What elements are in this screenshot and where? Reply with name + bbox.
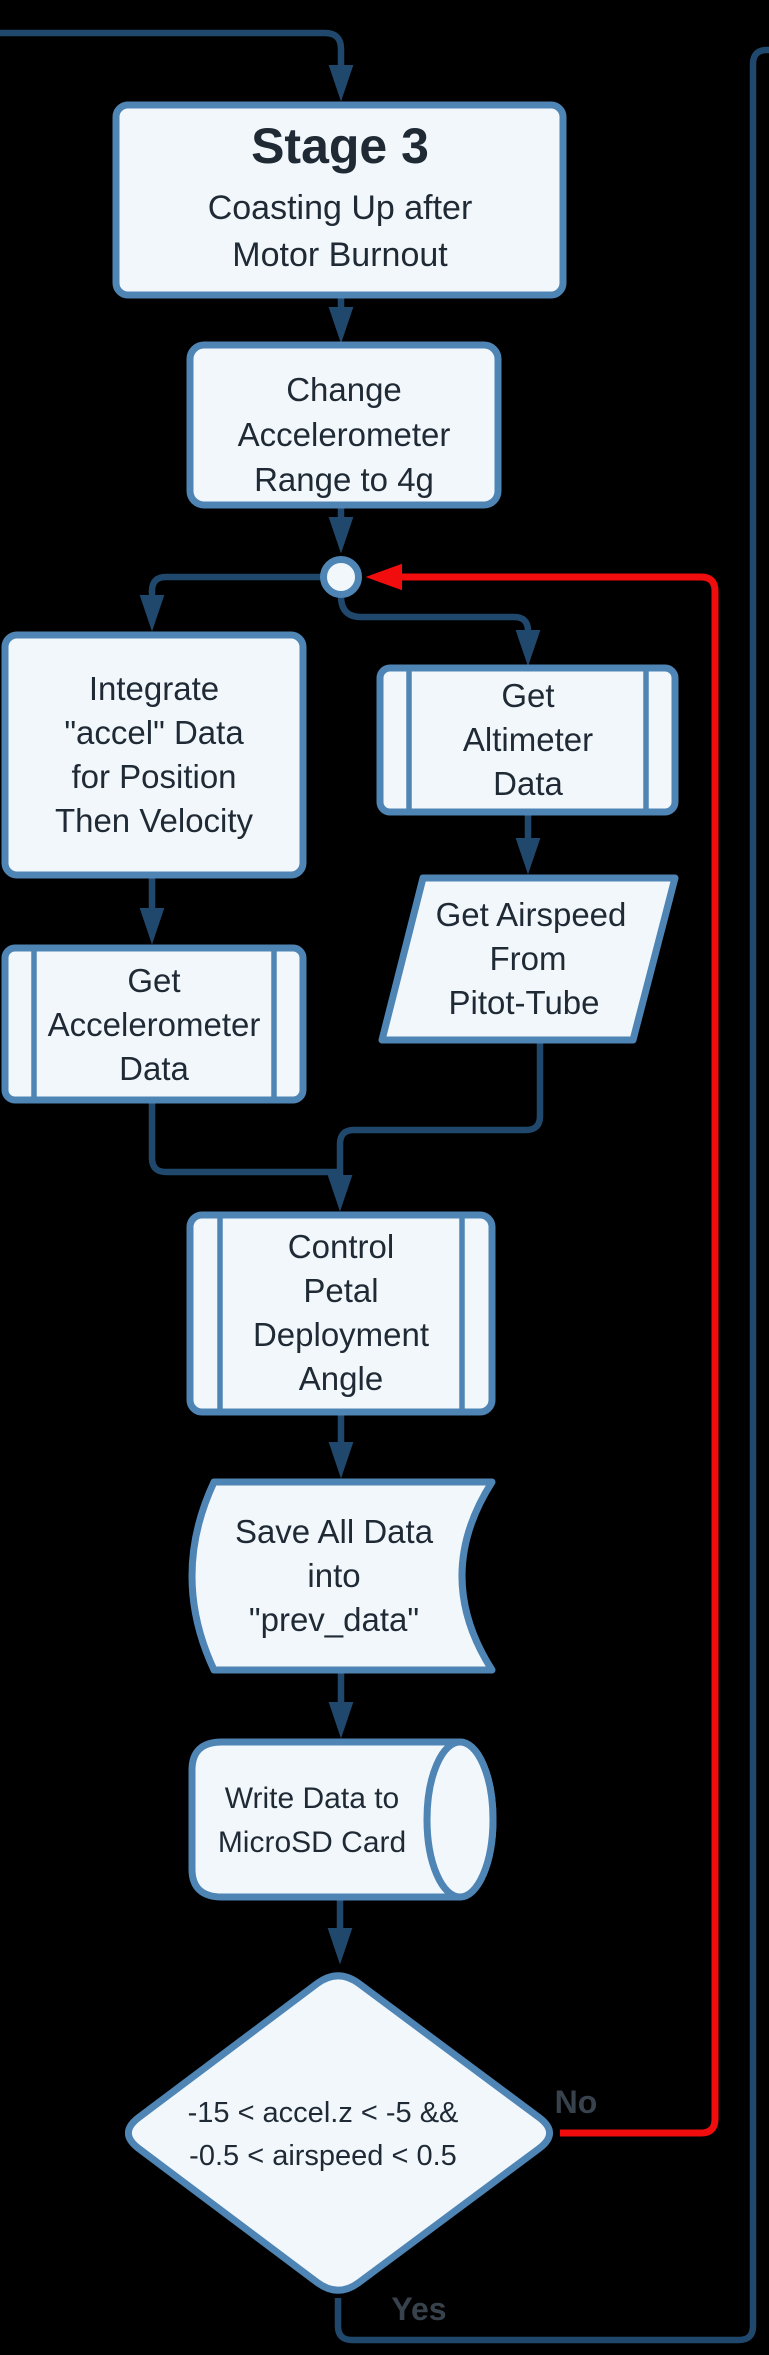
node-get-accelerometer: Get Accelerometer Data <box>1 944 307 1104</box>
node-integrate-line: for Position <box>71 758 236 795</box>
node-get-altimeter: Get Altimeter Data <box>376 664 679 816</box>
node-control-petal-line: Petal <box>303 1272 378 1309</box>
node-save-data-shape <box>188 1478 496 1674</box>
node-get-airspeed: Get Airspeed From Pitot-Tube <box>378 874 679 1044</box>
node-integrate-shape <box>1 631 307 879</box>
node-get-airspeed-shape <box>378 874 679 1044</box>
node-change-range-line: Change <box>286 371 402 408</box>
edge-label-no: No <box>555 2084 598 2120</box>
node-stage3-line: Coasting Up after <box>208 189 473 227</box>
node-write-sd-cap <box>423 1738 497 1901</box>
node-decision-line: -0.5 < airspeed < 0.5 <box>189 2140 457 2172</box>
node-get-altimeter-shape <box>376 664 679 816</box>
node-decision-shape <box>124 1972 554 2294</box>
node-stage3-line: Motor Burnout <box>232 236 448 274</box>
node-get-airspeed-line: Pitot-Tube <box>448 984 599 1021</box>
node-decision: -15 < accel.z < -5 && -0.5 < airspeed < … <box>124 1972 554 2294</box>
node-save-data-line: "prev_data" <box>249 1601 419 1638</box>
edge-no-loop <box>365 563 719 2137</box>
node-control-petal-line: Angle <box>299 1360 383 1397</box>
node-stage3-title: Stage 3 <box>251 118 429 174</box>
node-get-accelerometer-shape <box>1 944 307 1104</box>
edge-junction-to-altimeter <box>337 595 541 667</box>
node-write-sd: Write Data to MicroSD Card <box>188 1738 497 1901</box>
edge-accelerometer-merge <box>148 1100 340 1176</box>
node-change-range: Change Accelerometer Range to 4g <box>186 341 502 509</box>
node-change-range-line: Range to 4g <box>254 461 434 498</box>
node-get-altimeter-line: Get <box>501 677 554 714</box>
node-control-petal-line: Deployment <box>253 1316 429 1353</box>
node-write-sd-line: MicroSD Card <box>218 1826 406 1859</box>
node-get-altimeter-line: Altimeter <box>463 721 593 758</box>
node-write-sd-line: Write Data to <box>225 1782 400 1815</box>
edge-label-yes: Yes <box>391 2291 446 2327</box>
node-get-altimeter-line: Data <box>493 765 563 802</box>
node-get-airspeed-line: Get Airspeed <box>436 896 627 933</box>
node-control-petal-shape <box>186 1211 496 1416</box>
node-integrate-line: Then Velocity <box>55 802 254 839</box>
node-decision-line: -15 < accel.z < -5 && <box>188 2097 459 2129</box>
edge-junction-to-integrate <box>139 573 322 632</box>
edge-airspeed-to-control <box>327 1040 544 1212</box>
edge-entry <box>0 29 354 102</box>
edge-yes-loop <box>334 46 769 2344</box>
node-integrate-line: "accel" Data <box>64 714 244 751</box>
node-save-data-line: Save All Data <box>235 1513 434 1550</box>
node-integrate-line: Integrate <box>89 670 219 707</box>
node-get-accelerometer-line: Data <box>119 1050 189 1087</box>
node-save-data-line: into <box>307 1557 360 1594</box>
node-stage3: Stage 3 Coasting Up after Motor Burnout <box>112 101 567 299</box>
node-change-range-line: Accelerometer <box>238 416 451 453</box>
node-integrate: Integrate "accel" Data for Position Then… <box>1 631 307 879</box>
node-get-airspeed-line: From <box>490 940 567 977</box>
node-control-petal-line: Control <box>288 1228 394 1265</box>
node-change-range-shape <box>186 341 502 509</box>
node-get-accelerometer-line: Accelerometer <box>48 1006 261 1043</box>
node-stage3-shape <box>112 101 567 299</box>
loop-junction-node <box>320 556 362 598</box>
node-get-accelerometer-line: Get <box>127 962 180 999</box>
node-control-petal: Control Petal Deployment Angle <box>186 1211 496 1416</box>
node-save-data: Save All Data into "prev_data" <box>188 1478 496 1674</box>
